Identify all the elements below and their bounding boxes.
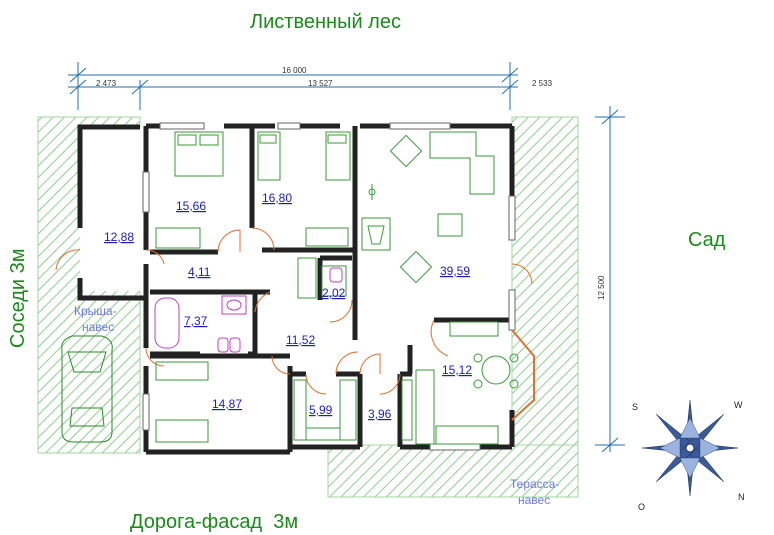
compass-o: O	[638, 502, 645, 512]
label-roof-canopy-line1: Крыша-	[74, 304, 117, 318]
area-carport: 12,88	[104, 230, 134, 244]
area-entry: 3,96	[368, 407, 392, 421]
area-bedroom-3: 14,87	[212, 397, 242, 411]
label-terrace-canopy-line2: навес	[518, 493, 550, 507]
label-garden: Сад	[688, 229, 726, 251]
label-roof-canopy-line2: навес	[82, 320, 114, 334]
furniture	[61, 131, 519, 445]
garden-hatch-zone	[511, 116, 579, 498]
doors	[55, 227, 535, 421]
area-bedroom-2: 16,80	[262, 191, 292, 205]
label-road: Дорога-фасад 3м	[130, 511, 298, 533]
compass-w: W	[734, 400, 743, 410]
label-terrace-canopy-line1: Терасса-	[510, 477, 559, 491]
dim-right-part: 2 533	[532, 79, 553, 88]
area-living: 39,59	[440, 264, 470, 278]
windows	[142, 122, 516, 451]
dim-total-width: 16 000	[282, 66, 307, 75]
label-forest: Лиственный лес	[250, 11, 401, 33]
area-hall: 11,52	[286, 333, 315, 347]
terrace-hatch-zone	[327, 444, 579, 498]
dimension-lines	[68, 62, 625, 453]
dim-middle-part: 13 527	[308, 79, 333, 88]
compass-rose	[641, 399, 739, 497]
compass-n: N	[738, 492, 745, 502]
compass-s: S	[632, 402, 638, 412]
area-bathroom: 7,37	[184, 314, 208, 328]
area-bedroom-1: 15,66	[176, 199, 206, 213]
bathroom-fixtures	[154, 267, 343, 353]
area-kitchen: 15,12	[442, 363, 472, 377]
dim-height: 12 500	[597, 275, 606, 300]
area-storage: 2,02	[322, 286, 346, 300]
dim-left-part: 2 473	[96, 79, 117, 88]
label-neighbors: Соседи 3м	[7, 248, 29, 348]
area-corridor-small: 4,11	[188, 265, 211, 279]
area-office: 5,99	[309, 403, 333, 417]
